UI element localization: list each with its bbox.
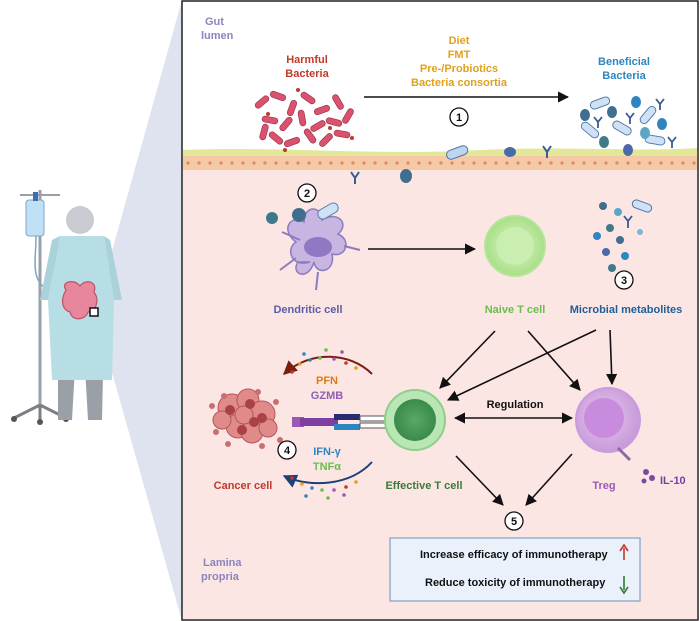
step-badge-2: 2 — [297, 183, 317, 203]
toxicity-label: Reduce toxicity of immunotherapy — [425, 577, 606, 589]
naive-t-cell-label: Naive T cell — [485, 304, 546, 316]
harmful-label-2: Bacteria — [285, 68, 329, 80]
fmt-label: FMT — [448, 49, 471, 61]
step-3-number: 3 — [621, 275, 627, 287]
microbial-metabolites-cluster — [593, 199, 653, 272]
arrow-effective-to-outcome — [455, 455, 504, 506]
harmful-bacteria-cluster — [254, 88, 354, 152]
lumen-label: lumen — [201, 30, 234, 42]
consortia-label: Bacteria consortia — [411, 77, 508, 89]
pathway-arrows — [364, 91, 618, 506]
arrow-down-icon — [619, 576, 629, 595]
beneficial-bacteria-cluster — [580, 96, 677, 156]
gut-label: Gut — [205, 16, 224, 28]
zoom-box — [89, 307, 99, 317]
outcome-box — [389, 537, 641, 602]
step-badge-4: 4 — [277, 440, 297, 460]
dendritic-cell — [266, 202, 361, 291]
cancer-cell-label: Cancer cell — [214, 480, 273, 492]
tnf-alpha-label: TNFα — [313, 461, 341, 473]
harmful-label-1: Harmful — [286, 54, 328, 66]
bacteria-on-epithelium — [350, 145, 552, 184]
effective-t-cell — [384, 389, 446, 451]
treg-label: Treg — [592, 480, 615, 492]
epithelial-cells — [186, 161, 696, 165]
step-1-number: 1 — [456, 112, 462, 124]
step-4-number: 4 — [284, 445, 291, 457]
step-5-number: 5 — [511, 516, 517, 528]
step-badge-5: 5 — [504, 511, 524, 531]
zoom-wedge — [95, 0, 182, 621]
naive-t-cell — [484, 215, 546, 277]
arrow-naive-to-treg — [527, 330, 581, 391]
dendritic-cell-label: Dendritic cell — [273, 304, 342, 316]
propria-label: propria — [201, 571, 240, 583]
step-2-number: 2 — [304, 188, 310, 200]
regulation-label: Regulation — [487, 399, 544, 411]
gzmb-label: GZMB — [311, 390, 343, 402]
effective-t-cell-label: Effective T cell — [385, 480, 462, 492]
step-badge-3: 3 — [614, 270, 634, 290]
diet-label: Diet — [449, 35, 470, 47]
efficacy-label: Increase efficacy of immunotherapy — [420, 549, 609, 561]
cancer-cell — [209, 388, 283, 449]
treg-cell — [575, 387, 655, 484]
lamina-label: Lamina — [203, 557, 242, 569]
arrow-metabolites-to-effective — [446, 329, 597, 401]
metabolites-label: Microbial metabolites — [570, 304, 682, 316]
patient-illustration — [11, 190, 122, 425]
arrow-naive-to-effective — [439, 330, 496, 389]
pfn-label: PFN — [316, 375, 338, 387]
cytokine-release — [282, 348, 373, 500]
il10-label: IL-10 — [660, 475, 686, 487]
beneficial-label-1: Beneficial — [598, 56, 650, 68]
arrow-metabolites-to-treg — [606, 329, 618, 386]
step-badge-1: 1 — [449, 107, 469, 127]
arrow-up-icon — [619, 543, 629, 560]
arrow-treg-to-outcome — [525, 453, 573, 506]
ifn-gamma-label: IFN-γ — [313, 446, 341, 458]
beneficial-label-2: Bacteria — [602, 70, 646, 82]
prebiotics-label: Pre-/Probiotics — [420, 63, 498, 75]
